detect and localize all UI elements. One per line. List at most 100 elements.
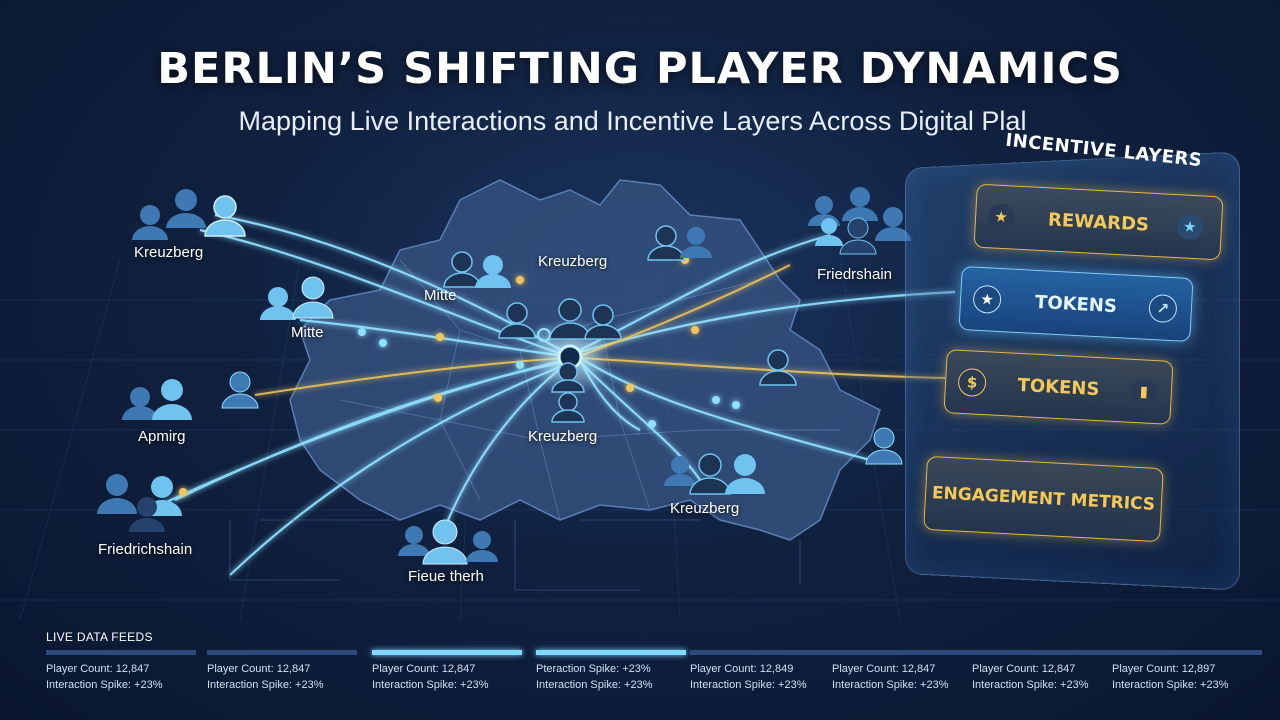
feed-line-primary: Player Count: 12,847 <box>372 663 476 675</box>
person-icon <box>549 298 591 340</box>
person-icon <box>865 427 903 465</box>
person-icon <box>292 276 334 319</box>
page-title: BERLIN’S SHIFTING PLAYER DYNAMICS <box>157 44 1123 94</box>
location-label: Kreuzberg <box>134 244 204 261</box>
person-icon <box>839 217 877 255</box>
feed-line-secondary: Interaction Spike: +23% <box>690 679 807 691</box>
player-cluster-kreuzberg-nw <box>132 189 246 240</box>
feed-bar <box>690 650 840 655</box>
location-label: Fieue therh <box>408 568 484 585</box>
person-icon <box>664 456 696 486</box>
player-cluster-south <box>398 519 498 565</box>
feed-line-secondary: Interaction Spike: +23% <box>832 679 949 691</box>
card-label: REWARDS <box>1047 208 1150 236</box>
feed-line-primary: Player Count: 12,847 <box>207 663 311 675</box>
feed-bar <box>46 650 196 655</box>
feed-bar <box>832 650 982 655</box>
location-label: Kreuzberg <box>538 253 608 270</box>
person-icon <box>260 287 296 320</box>
bar-chart-icon: ▮ <box>1130 377 1158 406</box>
person-icon <box>584 304 622 340</box>
person-icon <box>398 526 430 556</box>
player-cluster-mitte-center <box>443 251 511 288</box>
person-icon <box>815 218 843 246</box>
person-icon <box>122 387 158 420</box>
person-icon <box>132 205 168 240</box>
location-label: Kreuzberg <box>528 428 598 445</box>
player-cluster-kreuzberg-n <box>647 225 712 261</box>
person-icon <box>725 454 765 494</box>
location-label: Kreuzberg <box>670 500 740 517</box>
person-icon <box>551 362 585 393</box>
feed-line-primary: Pteraction Spike: +23% <box>536 663 651 675</box>
person-icon <box>166 189 206 228</box>
live-data-feeds-title: LIVE DATA FEEDS <box>46 630 153 644</box>
rewards-card[interactable]: ★ REWARDS ★ <box>973 183 1224 261</box>
feed-line-primary: Player Count: 12,849 <box>690 663 794 675</box>
player-cluster-mitte-w <box>260 276 334 320</box>
person-icon <box>129 497 165 532</box>
star-icon: ★ <box>1176 213 1204 241</box>
node-dots <box>179 256 740 496</box>
location-label: Friedrshain <box>817 266 893 283</box>
person-icon <box>475 255 511 288</box>
person-icon <box>680 227 712 258</box>
dollar-icon: $ <box>957 367 987 398</box>
player-cluster-friedrichshain-sw <box>97 474 182 532</box>
person-icon <box>689 453 731 495</box>
player-cluster-apmirg <box>122 371 259 420</box>
person-icon <box>759 349 797 386</box>
location-label: Friedrichshain <box>98 541 193 558</box>
trend-icon: ↗ <box>1148 293 1178 324</box>
tokens-secondary-card[interactable]: $ TOKENS ▮ <box>943 349 1174 425</box>
feed-bar <box>972 650 1122 655</box>
tokens-card[interactable]: ★ TOKENS ↗ <box>958 265 1194 343</box>
person-icon <box>97 474 137 514</box>
feed-bar <box>372 650 522 655</box>
person-icon <box>498 302 536 339</box>
person-icon <box>551 392 585 423</box>
feed-line-secondary: Interaction Spike: +23% <box>972 679 1089 691</box>
player-cluster-kreuzberg-se <box>664 453 765 495</box>
feed-line-secondary: Interaction Spike: +23% <box>207 679 324 691</box>
page-subtitle: Mapping Live Interactions and Incentive … <box>238 106 1027 136</box>
card-label: TOKENS <box>1017 374 1100 400</box>
feed-bar <box>207 650 357 655</box>
engagement-metrics-card[interactable]: ENGAGEMENT METRICS <box>923 455 1164 543</box>
feed-line-secondary: Interaction Spike: +23% <box>372 679 489 691</box>
star-icon: ★ <box>987 203 1015 231</box>
feed-line-secondary: Interaction Spike: +23% <box>1112 679 1229 691</box>
player-cluster-east <box>759 349 903 465</box>
feed-line-primary: Player Count: 12,847 <box>972 663 1076 675</box>
person-icon <box>221 371 259 409</box>
person-icon <box>842 187 878 221</box>
feed-line-primary: Player Count: 12,847 <box>832 663 936 675</box>
card-label: ENGAGEMENT METRICS <box>931 483 1156 515</box>
live-feed-item: Pteraction Spike: +23% Interaction Spike:… <box>536 650 686 692</box>
feed-line-secondary: Interaction Spike: +23% <box>46 679 163 691</box>
player-cluster-friedrshain-ne <box>808 187 911 255</box>
card-label: TOKENS <box>1034 291 1118 317</box>
location-label: Mitte <box>291 324 324 341</box>
person-icon <box>152 379 192 420</box>
person-icon <box>875 207 911 241</box>
location-label: Apmirg <box>138 428 186 445</box>
feed-line-primary: Player Count: 12,897 <box>1112 663 1216 675</box>
person-icon <box>204 195 246 237</box>
star-icon: ★ <box>972 284 1002 315</box>
feed-line-primary: Player Count: 12,847 <box>46 663 150 675</box>
person-icon <box>422 519 468 565</box>
feed-bar <box>536 650 686 655</box>
player-cluster-center <box>498 298 622 423</box>
person-icon <box>466 531 498 562</box>
feed-bar <box>1112 650 1262 655</box>
feed-line-secondary: Interaction Spike: +23% <box>536 679 653 691</box>
